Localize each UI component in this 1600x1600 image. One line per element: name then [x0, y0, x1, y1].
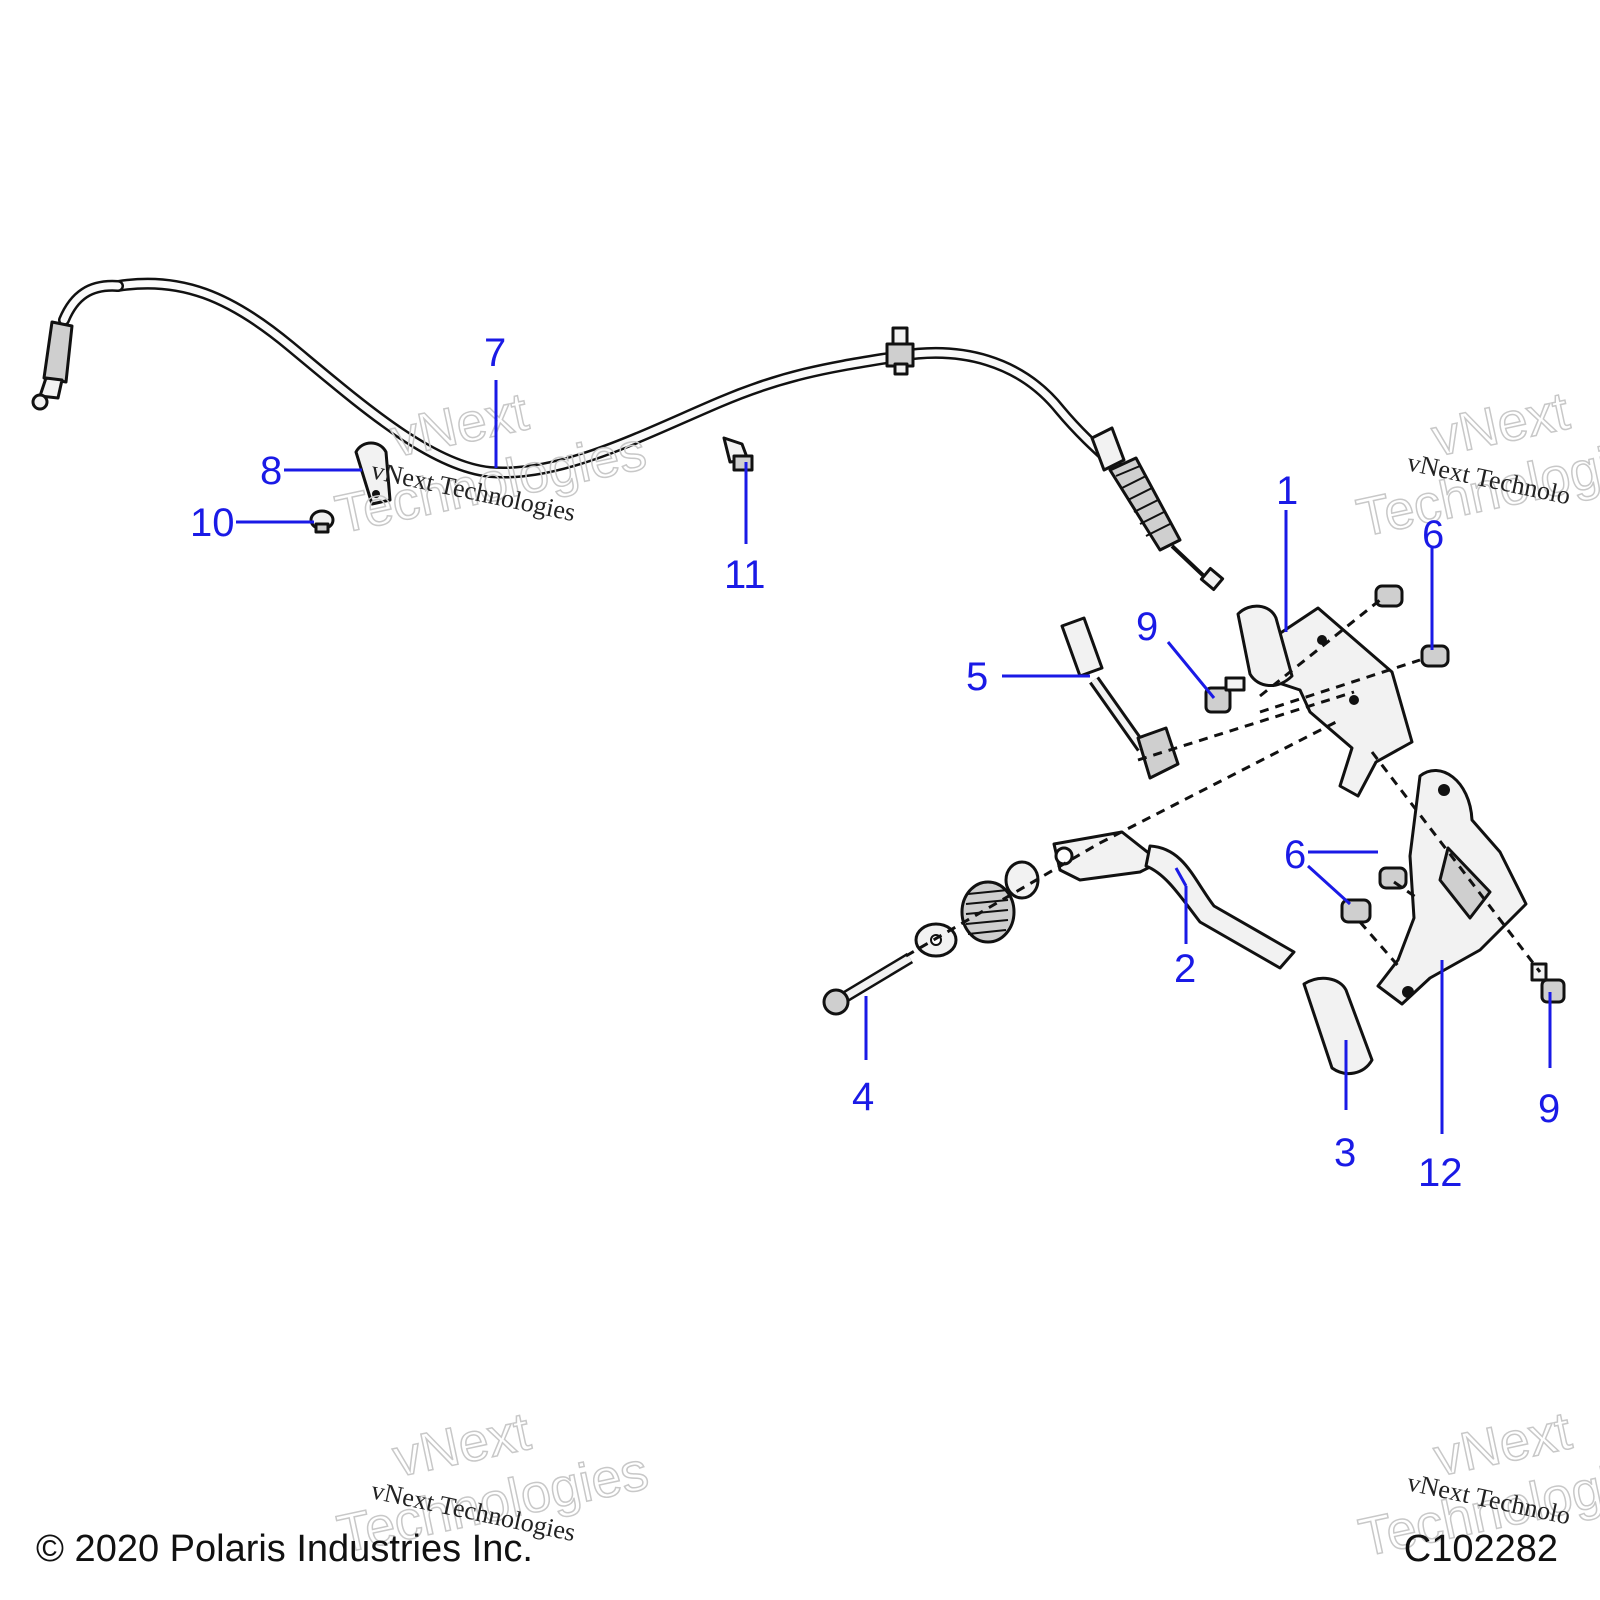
cable-part-7 — [31, 277, 1225, 592]
pad-part-3 — [1302, 976, 1374, 1076]
callout-1: 1 — [1276, 469, 1298, 513]
diagram-id: C102282 — [1403, 1528, 1558, 1570]
bracket-part-1 — [1236, 604, 1414, 798]
callout-6-upper: 6 — [1422, 513, 1444, 557]
callout-12: 12 — [1418, 1151, 1463, 1195]
callout-9-upper: 9 — [1136, 605, 1158, 649]
screw-part-10 — [309, 509, 335, 534]
fastener-part-11 — [722, 436, 754, 472]
callout-labels: 1 2 3 4 5 6 6 7 8 9 9 10 11 12 — [190, 331, 1560, 1195]
callout-3: 3 — [1334, 1131, 1356, 1175]
callout-10: 10 — [190, 501, 235, 545]
leader-6c — [1306, 864, 1352, 906]
callout-7: 7 — [484, 331, 506, 375]
leader-2b — [1174, 867, 1188, 887]
assembly-lines — [905, 598, 1542, 973]
callout-11: 11 — [724, 553, 766, 597]
callout-8: 8 — [260, 449, 282, 493]
hardware-nuts-bolts — [1204, 584, 1566, 1004]
sensor-part-5 — [1060, 616, 1180, 780]
clip-part-8 — [354, 441, 392, 506]
callout-5: 5 — [966, 655, 988, 699]
pivot-hardware-part-4 — [822, 860, 1040, 1016]
copyright-text: © 2020 Polaris Industries Inc. — [36, 1528, 533, 1570]
lever-part-2 — [1052, 830, 1296, 970]
plate-part-12 — [1376, 769, 1528, 1006]
leader-lines — [236, 380, 1552, 1134]
callout-6-lower: 6 — [1284, 833, 1306, 877]
callout-2: 2 — [1174, 947, 1196, 991]
callout-4: 4 — [852, 1075, 874, 1119]
callout-9-lower: 9 — [1538, 1087, 1560, 1131]
leader-9a — [1166, 641, 1216, 699]
